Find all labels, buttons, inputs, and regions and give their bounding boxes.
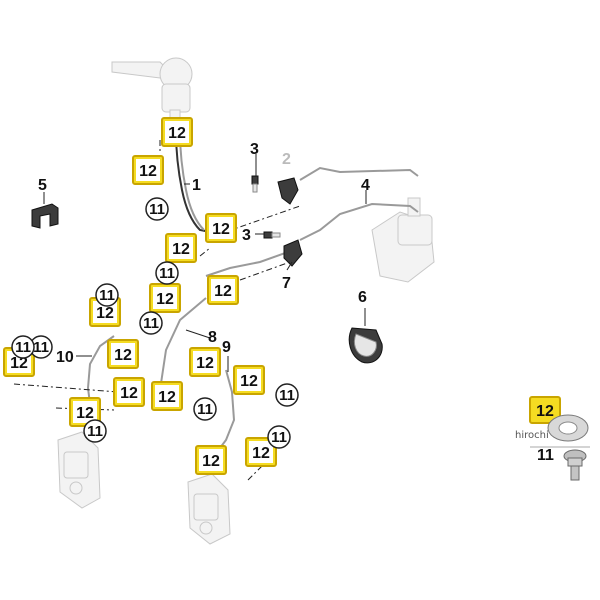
banjo-bolt-icon: [563, 449, 587, 481]
circle-11-label: 11: [15, 339, 31, 356]
badge-12: 12: [189, 347, 221, 377]
callout-8: 8: [208, 329, 217, 346]
brake-line-9: [219, 369, 236, 449]
badge-12-label: 12: [114, 347, 132, 364]
badge-12: 12: [233, 365, 265, 395]
badge-12-label: 12: [158, 389, 176, 406]
brake-line-7: [205, 245, 297, 277]
badge-12-label: 12: [168, 125, 186, 142]
badge-12-label: 12: [76, 405, 94, 422]
circle-11: 11: [83, 419, 107, 443]
badge-12-label: 12: [214, 283, 232, 300]
circle-11: 11: [193, 397, 217, 421]
part-7-bracket: [283, 239, 303, 267]
callout-3-upper: 3: [250, 141, 259, 158]
circle-11: 11: [145, 197, 169, 221]
circle-11-label: 11: [99, 287, 115, 304]
callout-7: 7: [282, 275, 291, 292]
badge-12: 12: [107, 339, 139, 369]
part-5-clip: [31, 203, 59, 229]
badge-12: 12: [195, 445, 227, 475]
circle-11: 11: [95, 283, 119, 307]
part-2-bracket: [277, 177, 299, 205]
badge-12-label: 12: [196, 355, 214, 372]
badge-12-label: 12: [240, 373, 258, 390]
legend-badge-12: 12: [536, 403, 554, 420]
screw-3-lower: [263, 231, 281, 239]
circle-11: 11: [29, 335, 53, 359]
brake-line-10: [86, 335, 115, 405]
circle-11-label: 11: [143, 315, 159, 332]
badge-12-label: 12: [139, 163, 157, 180]
callout-10: 10: [56, 349, 74, 366]
legend-bolt-11: 11: [537, 447, 587, 481]
badge-12: 12: [132, 155, 164, 185]
callout-6: 6: [358, 289, 367, 306]
screw-3-upper: [251, 175, 259, 193]
left-front-brake-caliper: [57, 431, 101, 509]
badge-12: 12: [165, 233, 197, 263]
badge-12-label: 12: [156, 291, 174, 308]
gasket-12-badges: 12 12 12 12 12 12 12 12 12 12 12 12 12 12 12 12: [3, 117, 277, 475]
badge-12: 12: [205, 213, 237, 243]
callout-1: 1: [192, 177, 201, 194]
watermark: hirochi: [515, 430, 549, 441]
circle-11-label: 11: [149, 201, 165, 218]
legend-washer-12: 12 hirochi: [515, 396, 589, 442]
circle-11-label: 11: [271, 429, 287, 446]
part-6-clamp: [348, 327, 383, 364]
callout-9: 9: [222, 339, 231, 356]
circle-11-label: 11: [87, 423, 103, 440]
circle-11-label: 11: [279, 387, 295, 404]
right-front-brake-caliper: [187, 473, 231, 545]
badge-12-label: 12: [96, 305, 114, 322]
leader-lines: [43, 154, 367, 372]
brake-line-4: [299, 166, 419, 241]
brake-line-1: [175, 131, 211, 233]
abs-pressure-modulator: [371, 197, 435, 283]
circle-11: 11: [275, 383, 299, 407]
badge-12: 12: [207, 275, 239, 305]
callout-3-lower: 3: [242, 227, 251, 244]
circle-11-label: 11: [33, 339, 49, 356]
circle-11: 11: [139, 311, 163, 335]
circle-11-label: 11: [159, 265, 175, 282]
badge-12-label: 12: [252, 445, 270, 462]
badge-12-label: 12: [10, 355, 28, 372]
circle-11: 11: [155, 261, 179, 285]
legend-label-11: 11: [537, 447, 554, 464]
circle-11: 11: [11, 335, 35, 359]
badge-12: 12: [161, 117, 193, 147]
callout-4: 4: [361, 177, 370, 194]
badge-12: 12: [151, 381, 183, 411]
callout-2: 2: [282, 151, 291, 168]
callout-5: 5: [38, 177, 47, 194]
badge-12: 12: [149, 283, 181, 313]
circle-11: 11: [267, 425, 291, 449]
badge-12-label: 12: [202, 453, 220, 470]
badge-12-label: 12: [212, 221, 230, 238]
badge-12: 12: [245, 437, 277, 467]
badge-12: 12: [113, 377, 145, 407]
badge-12-label: 12: [172, 241, 190, 258]
circle-11-label: 11: [197, 401, 213, 418]
badge-12-label: 12: [120, 385, 138, 402]
